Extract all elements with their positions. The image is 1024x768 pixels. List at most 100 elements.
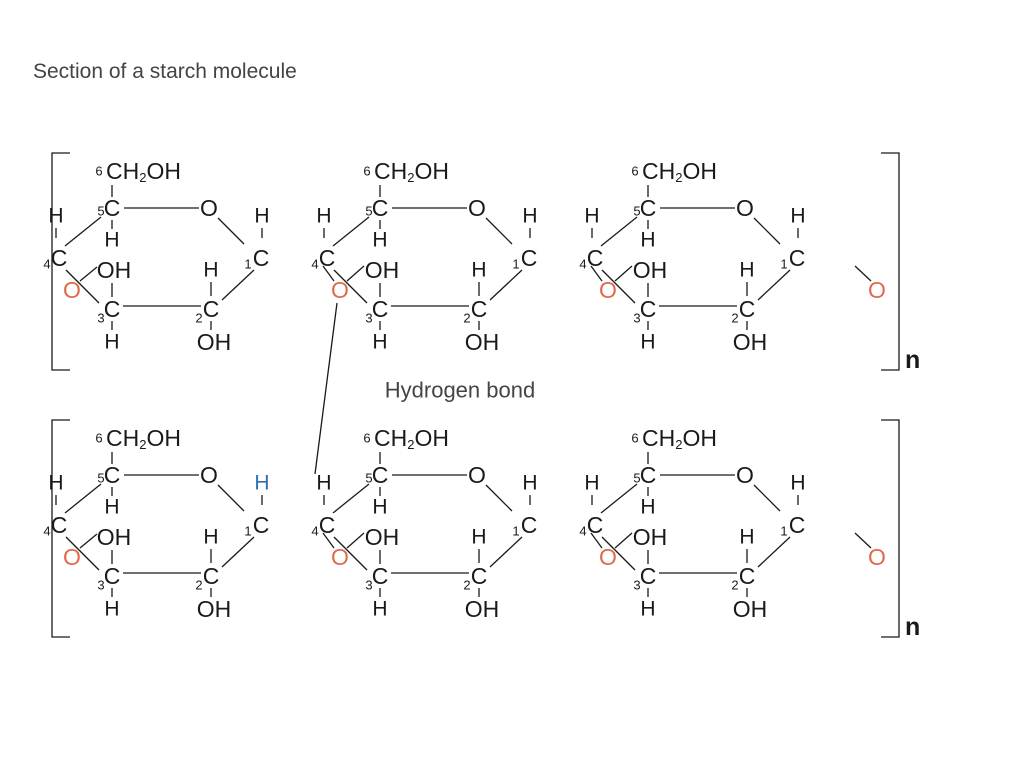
- hydrogen-c5: H: [640, 229, 655, 252]
- glycosidic-oxygen-2: O: [599, 544, 617, 570]
- hydroxyl-c2: OH: [197, 596, 232, 622]
- hydrogen-c1: H: [254, 205, 269, 228]
- hydrogen-c3: H: [640, 598, 655, 621]
- ring-oxygen: O: [736, 195, 754, 221]
- c1-c2-bond: [489, 536, 523, 568]
- locant-6: 6: [95, 431, 102, 446]
- right-bracket: [881, 419, 900, 638]
- locant-2: 2: [731, 578, 738, 593]
- carbon-5: C: [372, 462, 389, 488]
- glycosidic-oxygen-1: O: [331, 277, 349, 303]
- locant-4: 4: [43, 524, 50, 539]
- locant-4: 4: [579, 257, 586, 272]
- glycosidic-bond-o-c4: [614, 265, 633, 282]
- locant-4: 4: [43, 257, 50, 272]
- locant-4: 4: [579, 524, 586, 539]
- hydrogen-c1-hbond: H: [254, 472, 269, 495]
- locant-3: 3: [97, 578, 104, 593]
- c1-c2-bond: [221, 269, 255, 301]
- glycosidic-bond-c1-o: [322, 265, 335, 282]
- carbon-2: C: [203, 296, 220, 322]
- ring-oxygen-c1-bond: [485, 484, 513, 512]
- c4-c3-bond: [601, 269, 636, 304]
- glycosidic-oxygen-1: O: [331, 544, 349, 570]
- terminal-left-bond: [79, 266, 98, 282]
- carbon-5: C: [372, 195, 389, 221]
- hydrogen-c2: H: [203, 259, 218, 282]
- locant-3: 3: [365, 578, 372, 593]
- locant-5: 5: [97, 204, 104, 219]
- carbon-2: C: [739, 296, 756, 322]
- carbon-2: C: [471, 296, 488, 322]
- carbon-2: C: [203, 563, 220, 589]
- ring-oxygen-c1-bond: [217, 217, 245, 245]
- hydrogen-c1: H: [522, 472, 537, 495]
- carbon-1: C: [789, 245, 806, 271]
- hydrogen-bond-label: Hydrogen bond: [385, 378, 535, 403]
- hydroxyl-c3: OH: [633, 524, 668, 550]
- c4-c5-bond: [600, 216, 638, 247]
- hydroxyl-c2: OH: [733, 329, 768, 355]
- locant-6: 6: [363, 431, 370, 446]
- glycosidic-bond-c1-o: [322, 532, 335, 549]
- carbon-4: C: [51, 512, 68, 538]
- c4-c3-bond: [65, 269, 100, 304]
- glycosidic-bond-o-c4: [346, 265, 365, 282]
- locant-2: 2: [463, 578, 470, 593]
- hydroxyl-c2: OH: [465, 329, 500, 355]
- locant-1: 1: [780, 257, 787, 272]
- carbon-4: C: [587, 245, 604, 271]
- glycosidic-bond-c1-o: [590, 265, 603, 282]
- carbon-3: C: [372, 563, 389, 589]
- locant-2: 2: [731, 311, 738, 326]
- locant-5: 5: [633, 471, 640, 486]
- locant-6: 6: [363, 164, 370, 179]
- locant-1: 1: [512, 524, 519, 539]
- glycosidic-bond-o-c4: [614, 532, 633, 549]
- locant-1: 1: [512, 257, 519, 272]
- terminal-right-bond: [854, 532, 872, 549]
- left-bracket: [51, 419, 70, 638]
- carbon-3: C: [104, 296, 121, 322]
- carbon-4: C: [587, 512, 604, 538]
- glycosidic-bond-c1-o: [590, 532, 603, 549]
- locant-3: 3: [365, 311, 372, 326]
- locant-2: 2: [195, 578, 202, 593]
- hydroxyl-c2: OH: [197, 329, 232, 355]
- ch2oh-group: CH2OH: [374, 425, 449, 452]
- locant-6: 6: [631, 431, 638, 446]
- c1-c2-bond: [221, 536, 255, 568]
- terminal-right-bond: [854, 265, 872, 282]
- locant-1: 1: [780, 524, 787, 539]
- hydroxyl-c3: OH: [97, 257, 132, 283]
- terminal-oxygen-right: O: [868, 544, 886, 570]
- hydrogen-c3: H: [640, 331, 655, 354]
- locant-5: 5: [633, 204, 640, 219]
- hydrogen-c4: H: [48, 205, 63, 228]
- carbon-4: C: [51, 245, 68, 271]
- hydrogen-c4: H: [316, 205, 331, 228]
- carbon-1: C: [521, 245, 538, 271]
- ring-oxygen-c1-bond: [753, 484, 781, 512]
- hydrogen-c5: H: [104, 229, 119, 252]
- locant-3: 3: [633, 578, 640, 593]
- glycosidic-oxygen-2: O: [599, 277, 617, 303]
- hydrogen-c4: H: [584, 205, 599, 228]
- terminal-oxygen-left: O: [63, 277, 81, 303]
- c4-c5-bond: [600, 483, 638, 514]
- c4-c5-bond: [64, 483, 102, 514]
- c4-c3-bond: [601, 536, 636, 571]
- locant-4: 4: [311, 524, 318, 539]
- ring-oxygen: O: [200, 462, 218, 488]
- c4-c5-bond: [64, 216, 102, 247]
- c4-c5-bond: [332, 483, 370, 514]
- carbon-3: C: [104, 563, 121, 589]
- ring-oxygen-c1-bond: [753, 217, 781, 245]
- carbon-1: C: [253, 512, 270, 538]
- locant-1: 1: [244, 524, 251, 539]
- hydrogen-c4: H: [316, 472, 331, 495]
- carbon-2: C: [739, 563, 756, 589]
